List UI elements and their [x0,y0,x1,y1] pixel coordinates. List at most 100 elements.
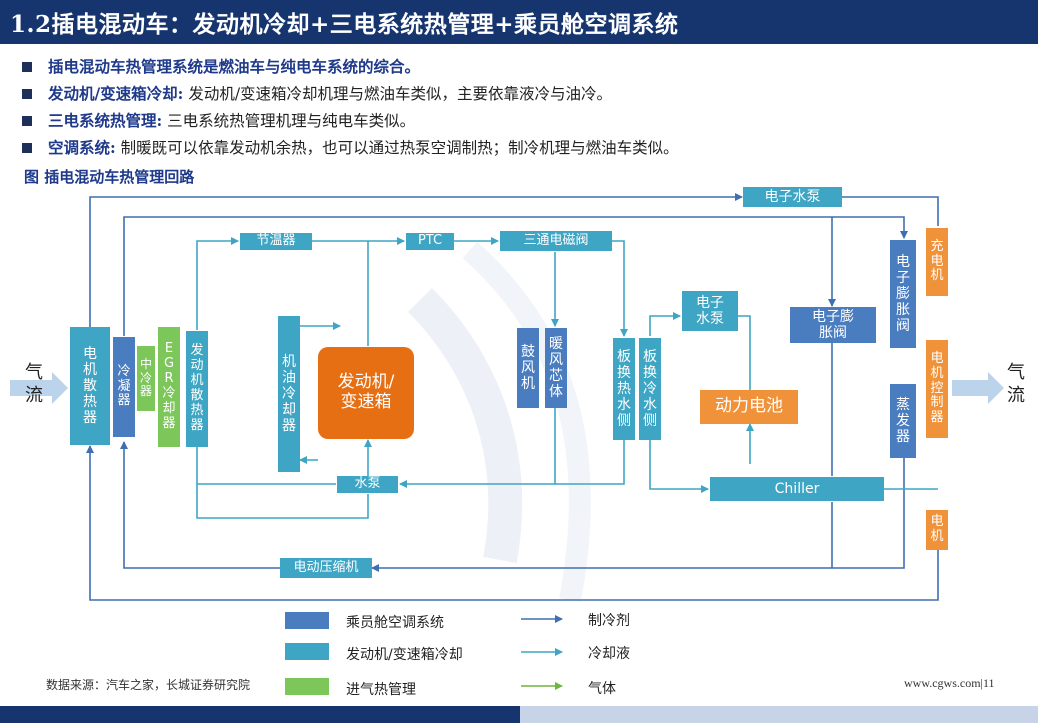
engine-box [318,347,414,439]
coolant-line [196,237,239,330]
plate-heat-1-box [613,338,635,440]
bullet-item: 发动机/变速箱冷却: 发动机/变速箱冷却机理与燃油车类似，主要依靠液冷与油冷。 [22,82,1022,109]
airflow-in [10,372,68,404]
airflow-in-label: 气流 [25,362,43,406]
diagram-nodes [10,187,1004,578]
node-label-oil-cooler: 机油冷却器 [282,353,296,435]
airflow-out [952,372,1004,404]
node-label-battery: 动力电池 [715,396,783,417]
three-way-valve-box [500,231,612,251]
data-source: 数据来源：汽车之家，长城证券研究院 [46,678,251,692]
node-label-water-pump-main: 水泵 [354,476,381,492]
condenser-box [113,337,135,437]
egr-cooler-box [158,327,180,447]
node-label-ptc: PTC [417,233,443,249]
header-bar: 1.2插电混动车：发动机冷却+三电系统热管理+乘员舱空调系统 [0,0,1038,44]
bullet-bold: 三电系统热管理: [48,111,163,130]
bullet-item: 三电系统热管理: 三电系统热管理机理与纯电车类似。 [22,109,1022,136]
charger-box [926,228,948,296]
legend-label-refrigerant: 制冷剂 [588,613,630,629]
node-label-charger: 充电机 [930,238,944,284]
motor-radiator-box [70,327,110,445]
node-label-engine: 发动机/变速箱 [337,372,395,412]
airflow-out-label: 气流 [1007,362,1025,406]
intercooler-box [137,346,155,411]
blower-box [517,328,539,408]
node-label-motor-controller: 电机控制器 [930,350,944,426]
node-label-expansion-valve-1: 电子膨胀阀 [812,308,854,341]
legend-label-intake: 进气热管理 [346,682,416,698]
bullet-bold: 发动机/变速箱冷却: [48,84,184,103]
node-label-evaporator: 蒸发器 [896,396,910,446]
motor-box [926,510,948,550]
bullet-text: 发动机/变速箱冷却机理与燃油车类似，主要依靠液冷与油冷。 [188,85,613,103]
coolant-line [196,446,336,485]
refrigerant-line [123,216,908,336]
bullet-marker [22,89,32,99]
refrigerant-line [120,441,280,569]
outer-loop-line [89,193,743,330]
footer-bar-light [520,706,1038,723]
node-label-water-pump-e2: 电子水泵 [696,294,724,327]
figure-caption: 图 插电混动车热管理回路 [24,168,195,186]
water-pump-e2-box [682,291,738,331]
bullet-item: 空调系统: 制暖既可以依靠发动机余热，也可以通过热泵空调制热；制冷机理与燃油车类… [22,136,1022,163]
node-label-expansion-valve-2: 电子膨胀阀 [896,253,910,335]
bullet-marker [22,116,32,126]
expansion-valve-2-box [890,240,916,348]
engine-radiator-box [186,331,208,447]
legend-label-gas: 气体 [588,681,616,697]
node-label-motor: 电机 [930,514,944,544]
bullet-text: 三电系统热管理机理与纯电车类似。 [167,112,416,130]
node-label-plate-heat-2: 板换冷水侧 [643,348,657,430]
background-swoosh [407,241,591,603]
bullet-text: 制暖既可以依靠发动机余热，也可以通过热泵空调制热；制冷机理与燃油车类似。 [120,139,679,157]
plate-heat-2-box [639,338,661,440]
legend-swatches [285,612,563,695]
node-label-compressor: 电动压缩机 [293,559,359,575]
node-label-water-pump-e1: 电子水泵 [764,188,821,205]
legend-swatch-intake [285,678,329,695]
coolant-line [612,240,628,337]
battery-coolant-line [738,315,751,394]
heater-core-box [545,328,567,408]
thermostat-box [240,233,312,250]
node-label-blower: 鼓风机 [521,343,535,393]
bullet-item: 插电混动车热管理系统是燃油车与纯电车系统的综合。 [22,55,1022,82]
footer-bar [0,706,520,723]
battery-coolant-line [649,440,709,493]
slide-title: 1.2插电混动车：发动机冷却+三电系统热管理+乘员舱空调系统 [10,11,679,38]
coolant-line [196,484,369,519]
chiller-box [710,477,884,501]
bullet-marker [22,62,32,72]
refrigerant-line [371,458,905,572]
bullet-bold: 空调系统: [48,138,116,157]
bullet-list: 插电混动车热管理系统是燃油车与纯电车系统的综合。 发动机/变速箱冷却: 发动机/… [22,55,1022,163]
node-label-intercooler: 中冷器 [139,356,152,399]
expansion-valve-1-box [790,307,876,343]
bullet-bold: 插电混动车热管理系统是燃油车与纯电车系统的综合。 [48,57,421,76]
outer-loop-line [86,445,939,601]
node-label-plate-heat-1: 板换热水侧 [617,348,631,430]
legend-swatch-coolant [285,643,329,660]
battery-box [700,390,798,424]
oil-cooler-box [278,316,300,472]
node-label-engine-radiator: 发动机散热器 [190,343,204,433]
compressor-box [280,558,372,578]
node-label-three-way-valve: 三通电磁阀 [523,232,589,248]
legend-label-cabin: 乘员舱空调系统 [346,615,444,631]
legend-label-coolant-line: 冷却液 [588,646,630,662]
node-label-thermostat: 节温器 [256,233,296,249]
evaporator-box [890,384,916,458]
coolant-line [555,440,625,485]
node-label-condenser: 冷凝器 [117,363,131,409]
pipe-lines [86,193,939,601]
legend-swatch-cabin [285,612,329,629]
legend-label-coolant: 发动机/变速箱冷却 [346,647,463,663]
bullet-marker [22,143,32,153]
battery-coolant-line [649,312,681,336]
node-label-chiller: Chiller [774,480,820,497]
